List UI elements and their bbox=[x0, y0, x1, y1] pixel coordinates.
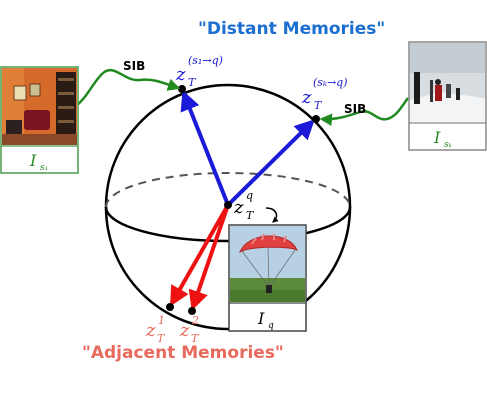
distant-memories-label: "Distant Memories" bbox=[198, 19, 385, 39]
label-z-adj2-main: z bbox=[179, 320, 190, 341]
label-z-adjacent-1: z T 1 bbox=[145, 314, 166, 345]
image-card-s1: I s₁ bbox=[0, 66, 79, 174]
caption-sk-main: I bbox=[433, 128, 441, 147]
caption-s1-main: I bbox=[29, 151, 37, 170]
label-z-q-sup: q bbox=[246, 189, 253, 202]
caption-q-main: I bbox=[257, 309, 265, 328]
label-z-s1-sup: (s₁→q) bbox=[188, 54, 223, 67]
blue-arrow-s1 bbox=[180, 90, 230, 206]
sib-label-right: SIB bbox=[344, 102, 366, 116]
red-arrow-2 bbox=[188, 204, 230, 311]
image-card-q: I q bbox=[228, 224, 307, 332]
label-z-adj2-sup: 2 bbox=[191, 314, 199, 327]
label-z-s1-main: z bbox=[175, 64, 186, 85]
label-z-sk-main: z bbox=[301, 87, 312, 108]
parachute-scene-image bbox=[230, 226, 305, 302]
label-z-sk-sub: T bbox=[314, 99, 323, 112]
red-arrow-1 bbox=[170, 204, 230, 307]
label-z-q-main: z bbox=[233, 197, 244, 218]
label-z-q-sub: T bbox=[246, 209, 255, 222]
label-z-sk-sup: (sₖ→q) bbox=[313, 76, 348, 89]
sib-label-left: SIB bbox=[123, 59, 145, 73]
label-z-adj1-sub: T bbox=[157, 332, 166, 345]
label-z-q: z T q bbox=[233, 189, 255, 222]
label-z-adj1-sup: 1 bbox=[158, 314, 165, 327]
sib-connector-right bbox=[319, 97, 410, 126]
point-adjacent-1 bbox=[166, 303, 174, 311]
label-z-s1: z T (s₁→q) bbox=[175, 54, 223, 89]
snow-scene-image bbox=[410, 43, 485, 122]
point-s1 bbox=[178, 85, 186, 93]
label-z-sk: z T (sₖ→q) bbox=[301, 76, 348, 112]
sib-connector-left bbox=[75, 68, 181, 107]
caption-q-sub: q bbox=[268, 321, 274, 331]
equator-back bbox=[105, 172, 351, 208]
room-scene-image bbox=[2, 68, 77, 145]
label-z-s1-sub: T bbox=[188, 76, 197, 89]
image-card-sk: I sₖ bbox=[408, 41, 487, 151]
blue-arrow-sk bbox=[226, 119, 315, 207]
point-sk bbox=[312, 115, 320, 123]
point-adjacent-2 bbox=[188, 307, 196, 315]
label-z-adjacent-2: z T 2 bbox=[179, 314, 200, 345]
caption-s1-sub: s₁ bbox=[40, 163, 48, 173]
point-q bbox=[224, 201, 232, 209]
curved-arrow-icon bbox=[265, 207, 279, 223]
label-z-adj1-main: z bbox=[145, 320, 156, 341]
adjacent-memories-label: "Adjacent Memories" bbox=[82, 343, 284, 363]
sphere bbox=[104, 83, 352, 331]
label-z-adj2-sub: T bbox=[191, 332, 200, 345]
caption-sk-sub: sₖ bbox=[444, 140, 453, 150]
equator-front bbox=[104, 206, 352, 243]
